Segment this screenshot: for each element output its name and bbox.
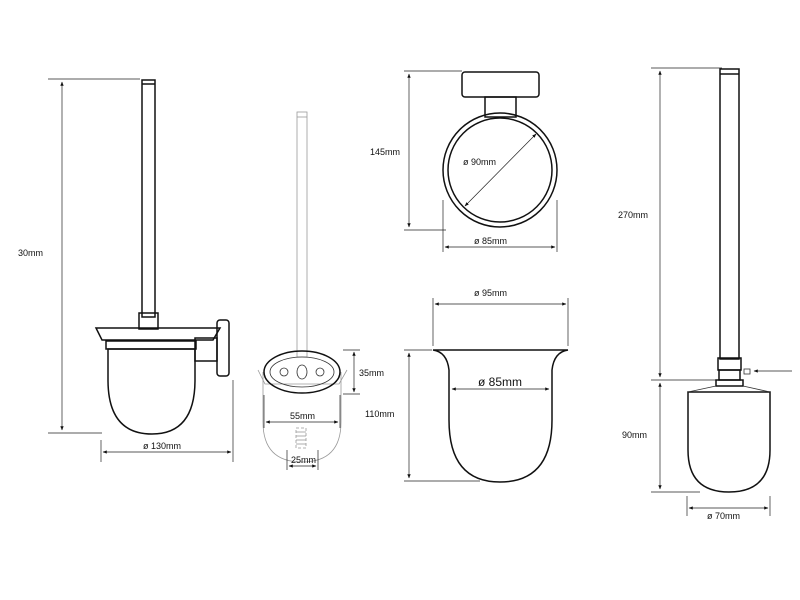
ring-arm: [484, 96, 517, 118]
brush-collar: [138, 312, 159, 330]
bowl-rim: [94, 327, 222, 341]
dim-height-a: 30mm: [18, 248, 43, 258]
view-brush: 270mm 90mm ø 70mm: [618, 67, 792, 521]
dim-height-c: 145mm: [370, 147, 400, 157]
wall-plate-oval: [263, 350, 341, 394]
view-holder-side: 30mm ø 130mm: [18, 78, 234, 462]
view-cup: ø 95mm ø 85mm: [404, 288, 569, 483]
dim-height-b: 110mm: [365, 409, 394, 419]
wall-plate: [216, 319, 230, 377]
view-holder-top: 55mm 25mm 35mm 110mm: [257, 111, 394, 470]
brush-thread: [715, 379, 744, 387]
ring-outer: [442, 112, 558, 228]
dim-depth-b: 35mm: [359, 368, 384, 378]
brush-head-cover: [687, 391, 771, 493]
ring-wall-plate: [461, 71, 540, 98]
brush-stick: [719, 68, 740, 360]
wall-arm: [194, 337, 218, 362]
bowl-cup: [107, 348, 196, 435]
dim-inner-d: ø 85mm: [478, 375, 522, 389]
dim-width-a: ø 130mm: [143, 441, 181, 451]
cup-body: [432, 349, 569, 483]
brush-handle: [141, 79, 156, 318]
view-ring-holder: 145mm ø 90mm ø 85mm: [370, 70, 558, 252]
dim-height-e2: 90mm: [622, 430, 647, 440]
dim-height-e1: 270mm: [618, 210, 648, 220]
ring-inner: [447, 117, 553, 223]
dim-inner-c: ø 90mm: [463, 157, 496, 167]
dim-width-b: 55mm: [290, 411, 315, 421]
dim-width-e: ø 70mm: [707, 511, 740, 521]
dim-width-c: ø 85mm: [474, 236, 507, 246]
dim-hole-b: 25mm: [291, 455, 316, 465]
dim-width-d: ø 95mm: [474, 288, 507, 298]
